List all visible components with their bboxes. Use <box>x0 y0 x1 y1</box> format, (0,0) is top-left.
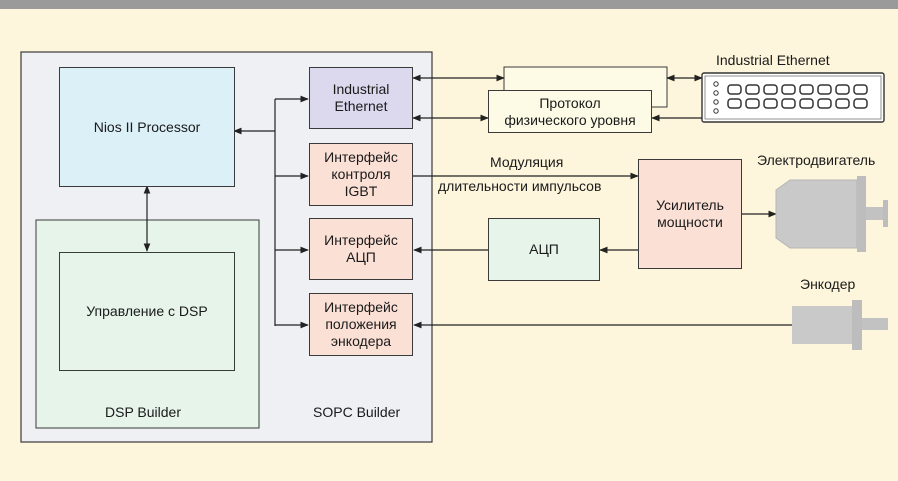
adc-block: АЦП <box>488 218 600 281</box>
pwm-label-line2: длительности импульсов <box>438 178 602 194</box>
pwm-label-line1: Модуляция <box>490 154 564 170</box>
encoder-interface-block: Интерфейс положения энкодера <box>309 293 413 356</box>
encoder-label: Энкодер <box>800 276 856 292</box>
dsp-builder-label: DSP Builder <box>105 404 182 420</box>
adc-interface-block: Интерфейс АЦП <box>309 218 413 280</box>
industrial-ethernet-block: Industrial Ethernet <box>309 67 413 129</box>
amplifier-block: Усилитель мощности <box>638 159 742 269</box>
encoder-icon <box>792 300 888 350</box>
dsp-control-block: Управление с DSP <box>59 252 235 371</box>
ethernet-switch-icon <box>701 72 885 123</box>
sopc-builder-label: SOPC Builder <box>313 404 401 420</box>
switch-title: Industrial Ethernet <box>716 52 830 68</box>
igbt-interface-block: Интерфейс контроля IGBT <box>309 143 413 206</box>
nios-processor-block: Nios II Processor <box>59 67 235 187</box>
top-border <box>0 0 898 9</box>
protocol-block: Протокол физического уровня <box>488 90 652 133</box>
motor-label: Электродвигатель <box>757 152 876 168</box>
motor-icon <box>775 176 888 252</box>
